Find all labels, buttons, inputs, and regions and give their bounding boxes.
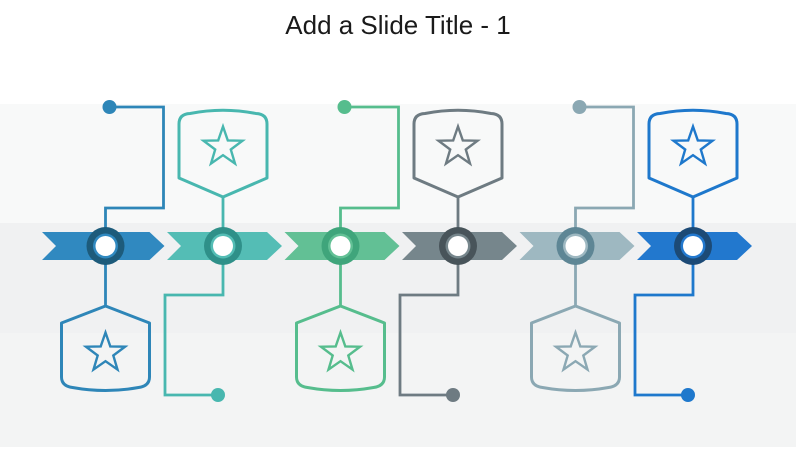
connector-endpoint-dot — [572, 100, 587, 114]
connector-endpoint-dot — [102, 100, 117, 114]
milestone-group-4 — [398, 108, 517, 402]
milestone-node — [95, 236, 116, 256]
badge-shield — [60, 304, 151, 392]
star-icon — [317, 328, 364, 373]
connector-endpoint-dot — [681, 388, 695, 402]
connector-line — [163, 246, 225, 397]
badge-shield — [647, 108, 739, 199]
milestone-node — [448, 236, 468, 256]
milestone-group-2 — [163, 108, 282, 402]
milestone-node — [330, 236, 351, 256]
milestone-node — [213, 236, 233, 256]
milestone-group-5 — [519, 100, 635, 392]
star-icon — [82, 328, 129, 373]
connector-line — [633, 246, 695, 397]
milestone-group-6 — [633, 108, 752, 402]
connector-line — [398, 246, 460, 397]
connector-endpoint-dot — [446, 388, 460, 402]
connector-endpoint-dot — [211, 388, 225, 402]
connector-line — [339, 105, 400, 246]
badge-shield — [530, 304, 621, 392]
star-icon — [670, 122, 716, 167]
milestone-group-3 — [284, 100, 400, 392]
milestone-node — [683, 236, 703, 256]
star-icon — [552, 328, 599, 373]
badge-shield — [412, 108, 504, 199]
connector-endpoint-dot — [337, 100, 352, 114]
background-band — [0, 333, 796, 447]
star-icon — [200, 122, 246, 167]
star-icon — [435, 122, 481, 167]
slide-title: Add a Slide Title - 1 — [285, 10, 511, 40]
milestone-node — [565, 236, 586, 256]
badge-shield — [177, 108, 269, 199]
connector-line — [104, 105, 165, 246]
connector-line — [574, 105, 635, 246]
milestone-group-1 — [42, 100, 165, 392]
badge-shield — [295, 304, 386, 392]
